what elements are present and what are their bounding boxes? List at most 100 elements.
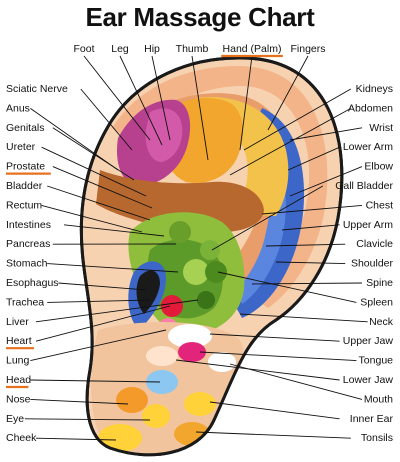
eye-zone [142,404,170,428]
stomach-marker [183,259,209,285]
leader-kidneys [243,88,352,151]
right-label-upper-arm: Upper Arm [343,219,393,231]
leader-clavicle [265,243,346,247]
leader-nose [30,398,129,405]
right-label-gall-bladder: Gall Bladder [335,180,393,192]
top-label-hand-palm: Hand (Palm) [223,43,282,55]
leader-lines [24,55,368,441]
leader-ureter [41,146,147,197]
liver-marker [197,291,215,309]
leader-abdomen [229,108,352,176]
leader-bladder [47,185,151,221]
left-label-head: Head [6,374,31,386]
leader-tongue [199,351,357,362]
hip-region [145,108,183,162]
leader-mouth [229,363,363,400]
left-label-anus: Anus [6,102,30,114]
leader-liver [35,299,199,323]
leader-gall-bladder [211,185,324,251]
right-label-mouth: Mouth [364,393,393,405]
left-label-genitals: Genitals [6,122,45,134]
leader-lung [30,329,167,362]
left-label-trachea: Trachea [6,296,44,308]
pancreas-marker [169,221,191,243]
gall-bladder-marker [200,240,220,260]
leader-shoulder [275,261,346,265]
leader-stomach [47,263,179,273]
head-zone [146,370,178,394]
right-label-lower-arm: Lower Arm [343,141,393,153]
cheek-zone [98,424,142,452]
leader-anus [30,108,119,171]
leader-genitals [52,127,135,181]
leader-thumb [191,55,209,161]
leader-chest [261,204,363,215]
leader-upper-jaw [209,333,340,342]
ear-canal-opening [136,270,160,314]
leader-upper-arm [281,224,340,231]
leader-neck [239,313,368,323]
leader-rectum [41,204,143,233]
leader-spleen [217,271,357,303]
leader-foot [83,55,151,141]
heart-marker [161,295,183,317]
right-label-clavicle: Clavicle [356,238,393,250]
left-label-lung: Lung [6,355,30,367]
left-label-heart: Heart [6,335,32,347]
ear-outline-stroke [79,56,344,457]
leader-inner-ear [209,401,340,420]
left-label-liver: Liver [6,316,29,328]
mouth-zone [208,352,236,372]
leader-tonsils [195,431,351,439]
left-label-intestines: Intestines [6,219,51,231]
leader-lower-arm [287,146,340,171]
left-label-esophagus: Esophagus [6,277,59,289]
left-label-nose: Nose [6,393,31,405]
tongue-zone [178,342,206,362]
leader-cheek [35,437,117,441]
right-label-chest: Chest [366,199,394,211]
spleen-marker [205,261,227,283]
left-label-bladder: Bladder [6,180,43,192]
right-label-upper-jaw: Upper Jaw [343,335,394,347]
top-label-hip: Hip [144,43,160,55]
kidney-region [192,96,289,216]
right-label-tonsils: Tonsils [361,432,393,444]
left-label-rectum: Rectum [6,199,42,211]
leader-intestines [63,224,165,237]
left-label-pancreas: Pancreas [6,238,50,250]
left-label-cheek: Cheek [6,432,37,444]
left-label-eye: Eye [6,413,24,425]
leader-trachea [47,299,151,303]
leader-leg [119,55,163,146]
leader-head [30,379,161,383]
leader-esophagus [58,282,147,291]
left-label-sciatic-nerve: Sciatic Nerve [6,83,68,95]
right-label-kidneys: Kidneys [356,83,393,95]
upper-jaw-zone [168,324,212,348]
right-label-elbow: Elbow [364,161,393,173]
left-label-stomach: Stomach [6,258,48,270]
right-label-tongue: Tongue [359,355,394,367]
leader-elbow [289,166,363,197]
left-label-ureter: Ureter [6,141,36,153]
top-label-foot: Foot [73,43,94,55]
right-label-neck: Neck [369,316,394,328]
right-label-abdomen: Abdomen [348,102,393,114]
pelvic-band [96,170,264,233]
leader-hand-palm [239,55,253,151]
right-label-inner-ear: Inner Ear [350,413,394,425]
leader-fingers [267,55,309,131]
chart-title: Ear Massage Chart [85,2,315,32]
leader-prostate [52,166,153,209]
nose-zone [116,387,148,413]
right-label-spine: Spine [366,277,393,289]
antihelix-region [126,93,292,293]
top-label-leg: Leg [111,43,129,55]
right-label-shoulder: Shoulder [351,258,394,270]
inner-ear-zone [184,392,216,416]
leader-sciatic-nerve [80,88,133,151]
top-label-fingers: Fingers [290,43,325,55]
